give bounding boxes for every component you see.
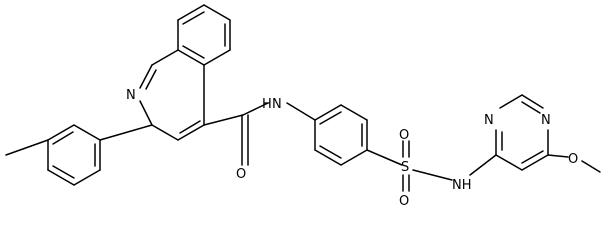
bond-pym-6 xyxy=(495,154,523,171)
bond-tolyl-1 xyxy=(73,124,101,141)
bond-pym-inner-2 xyxy=(521,101,541,114)
bond-phen-inner-3 xyxy=(319,145,342,159)
atom-pyrimidine-n3: N xyxy=(541,113,551,128)
atom-sulfonyl-o-bottom: O xyxy=(399,194,409,209)
bond-c-o-ether xyxy=(547,154,569,158)
bond-tolyl-5 xyxy=(73,169,101,186)
bond-phen-1 xyxy=(314,104,342,121)
bond-pyr-1 xyxy=(151,49,179,66)
bond-tolyl-inner-1 xyxy=(52,131,74,145)
bond-phen-2 xyxy=(340,104,368,121)
atom-labels: N H N O O S O NH N N O xyxy=(126,88,578,209)
bond-pym-5 xyxy=(521,154,549,171)
atom-sulfonyl-s: S xyxy=(401,160,409,175)
bond-pym-3 xyxy=(521,94,544,109)
bond-amide-cn xyxy=(242,102,269,116)
bond-benzo-inner-3 xyxy=(182,45,205,59)
bonds xyxy=(5,4,601,192)
bond-benzo-inner-1 xyxy=(182,11,205,25)
atom-amide-n: N xyxy=(272,97,282,112)
bond-benzo-2 xyxy=(203,4,231,21)
bond-pym-2 xyxy=(499,94,523,109)
bond-phen-4 xyxy=(340,149,368,166)
atom-amide-o: O xyxy=(236,167,246,182)
bond-tolyl-link xyxy=(99,124,153,141)
bond-phen-inner-1 xyxy=(319,111,342,125)
bond-pyr-5 xyxy=(177,124,205,141)
bond-amide-c xyxy=(203,114,244,126)
bond-pyr-inner-2 xyxy=(179,120,201,134)
bond-o-methyl xyxy=(581,160,601,173)
bond-pyr-2 xyxy=(139,64,153,89)
atom-sulfonamide-nh: NH xyxy=(452,178,472,193)
atom-ether-o: O xyxy=(568,152,578,167)
atom-amide-h: H xyxy=(262,97,272,112)
bond-tolyl-inner-2 xyxy=(52,165,75,179)
bond-n-pyrimidine xyxy=(469,154,497,176)
bond-pyr-3 xyxy=(139,100,153,126)
atom-sulfonyl-o-top: O xyxy=(399,128,409,143)
bond-phen-s xyxy=(366,149,403,166)
bond-methyl xyxy=(5,139,49,156)
bond-s-n xyxy=(412,169,453,181)
atom-pyrimidine-n1: N xyxy=(484,113,494,128)
molecule-structure: N H N O O S O NH N N O xyxy=(5,4,601,209)
bond-pyr-inner-1 xyxy=(145,69,157,90)
bond-pyr-4 xyxy=(151,124,179,141)
bond-benzo-1 xyxy=(177,4,205,21)
bond-pym-inner-3 xyxy=(521,150,544,164)
bond-benzo-5 xyxy=(177,49,205,66)
bond-phen-5 xyxy=(314,149,342,166)
bond-amide-n-aryl xyxy=(286,102,316,121)
atom-quinoline-n: N xyxy=(126,88,136,103)
bond-benzo-4 xyxy=(203,49,231,66)
bond-tolyl-4 xyxy=(47,169,75,186)
bond-tolyl-2 xyxy=(47,124,75,141)
